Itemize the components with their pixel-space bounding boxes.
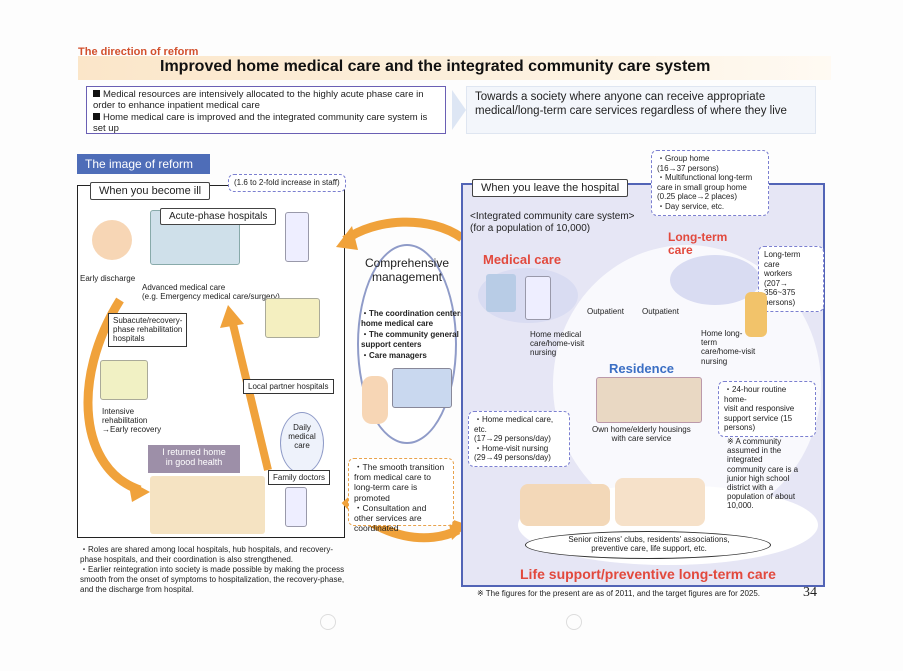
- leave-hospital-heading: When you leave the hospital: [472, 179, 629, 197]
- life-support-label: Life support/preventive long-term care: [520, 566, 776, 582]
- community-people-icon: [615, 478, 705, 526]
- doctor-icon: [285, 212, 309, 262]
- care-manager-icon: [362, 376, 388, 424]
- local-partner-label: Local partner hospitals: [243, 379, 334, 395]
- page-number: 34: [803, 585, 817, 600]
- early-discharge-label: Early discharge: [80, 274, 136, 283]
- home-medical-label: Home medical care/home-visit nursing: [530, 330, 585, 358]
- list-item: ・Day service, etc.: [657, 201, 725, 211]
- family-doctors-label: Family doctors: [268, 470, 331, 486]
- punch-hole-icon: [566, 614, 582, 630]
- square-bullet-icon: [93, 90, 100, 97]
- arrowhead-icon: [336, 226, 358, 250]
- list-item: ・Home-visit nursing (29→49 persons/day): [474, 443, 551, 463]
- intensive-rehab-label: Intensive rehabilitation →Early recovery: [102, 407, 162, 435]
- list-item: ・The smooth transition from medical care…: [354, 462, 445, 503]
- town-icon: [392, 368, 452, 408]
- residence-label: Residence: [609, 361, 675, 376]
- residence-houses-icon: [596, 377, 702, 423]
- clubs-label: Senior citizens' clubs, residents' assoc…: [568, 535, 730, 554]
- page-title: Improved home medical care and the integ…: [160, 58, 711, 75]
- daily-care-label: Daily medical care: [288, 423, 316, 451]
- long-term-care-label: Long-term care: [668, 230, 728, 258]
- left-flow-arrow: [83, 297, 142, 495]
- subacute-label: Subacute/recovery- phase rehabilitation …: [108, 313, 188, 347]
- arrowhead-icon: [220, 305, 244, 328]
- square-bullet-icon: [93, 112, 100, 120]
- daily-care-oval: [280, 412, 324, 474]
- community-note: ※ A community assumed in the integrated …: [727, 437, 799, 511]
- doctor-icon: [525, 276, 551, 320]
- image-of-reform-tab: The image of reform: [77, 154, 210, 174]
- summary-bullet-2: Home medical care is improved and the in…: [93, 111, 428, 135]
- home-medical-stats-box: ・Home medical care, etc. (17→29 persons/…: [468, 411, 570, 467]
- home-longterm-label: Home long- term care/home-visit nursing: [701, 329, 756, 366]
- list-item: ・Roles are shared among local hospitals,…: [80, 545, 334, 564]
- clinic-icon: [486, 274, 516, 312]
- top-arc-arrow: [342, 217, 465, 244]
- staff-note: (1.6 to 2-fold increase in staff): [228, 174, 346, 192]
- returned-home-label: I returned home in good health: [148, 445, 240, 473]
- kicker: The direction of reform: [78, 46, 199, 58]
- home-icon: [150, 476, 265, 534]
- family-doctor-icon: [285, 487, 307, 527]
- senior-group-icon: [520, 484, 610, 526]
- patient-icon: [92, 220, 132, 260]
- transition-box: ・The smooth transition from medical care…: [348, 458, 454, 533]
- bottom-notes: ・Roles are shared among local hospitals,…: [80, 545, 345, 595]
- comprehensive-list: ・The coordination centers for home medic…: [361, 309, 481, 362]
- list-item: ・The coordination centers for home medic…: [361, 309, 478, 328]
- title-bar: [78, 56, 831, 80]
- list-item: ・Group home (16→37 persons): [657, 154, 719, 173]
- comprehensive-title: Comprehensive management: [364, 256, 450, 285]
- care-workers-box: Long-term care workers (207→ 356~375 per…: [758, 246, 824, 312]
- medical-care-label: Medical care: [483, 252, 562, 267]
- outpatient-left-label: Outpatient: [587, 307, 624, 316]
- own-home-label: Own home/elderly housings with care serv…: [592, 425, 691, 444]
- list-item: ・Multifunctional long-term care in small…: [657, 173, 753, 202]
- arrowhead-icon: [128, 480, 150, 502]
- integrated-system-subtitle: <Integrated community care system> (for …: [470, 211, 635, 234]
- advanced-care-label: Advanced medical care (e.g. Emergency me…: [142, 283, 280, 302]
- rehab-hospital-icon: [100, 360, 148, 400]
- when-ill-heading: When you become ill: [90, 182, 211, 200]
- right-arrow-icon: [452, 90, 466, 130]
- list-item: ・Earlier reintegration into society is m…: [80, 565, 345, 594]
- up-flow-arrow: [228, 319, 272, 471]
- list-item: ・Care managers: [361, 351, 427, 360]
- routine-service-box: ・24-hour routine home- visit and respons…: [718, 381, 816, 437]
- partner-hospital-icon: [265, 298, 320, 338]
- footnote: ※ The figures for the present are as of …: [477, 589, 761, 598]
- list-item: ・Consultation and other services are coo…: [354, 502, 427, 534]
- summary-bullet-1: Medical resources are intensively alloca…: [93, 89, 424, 112]
- list-item: ・Home medical care, etc. (17→29 persons/…: [474, 415, 554, 444]
- group-home-box: ・Group home (16→37 persons) ・Multifuncti…: [651, 150, 769, 216]
- summary-box: Medical resources are intensively alloca…: [86, 86, 446, 134]
- punch-hole-icon: [320, 614, 336, 630]
- acute-hospitals-label: Acute-phase hospitals: [160, 208, 277, 225]
- goal-box: Towards a society where anyone can recei…: [466, 86, 816, 134]
- list-item: ・The community general support centers: [361, 330, 459, 349]
- outpatient-right-label: Outpatient: [642, 307, 679, 316]
- clubs-ellipse: [525, 531, 771, 559]
- care-worker-icon: [745, 292, 767, 337]
